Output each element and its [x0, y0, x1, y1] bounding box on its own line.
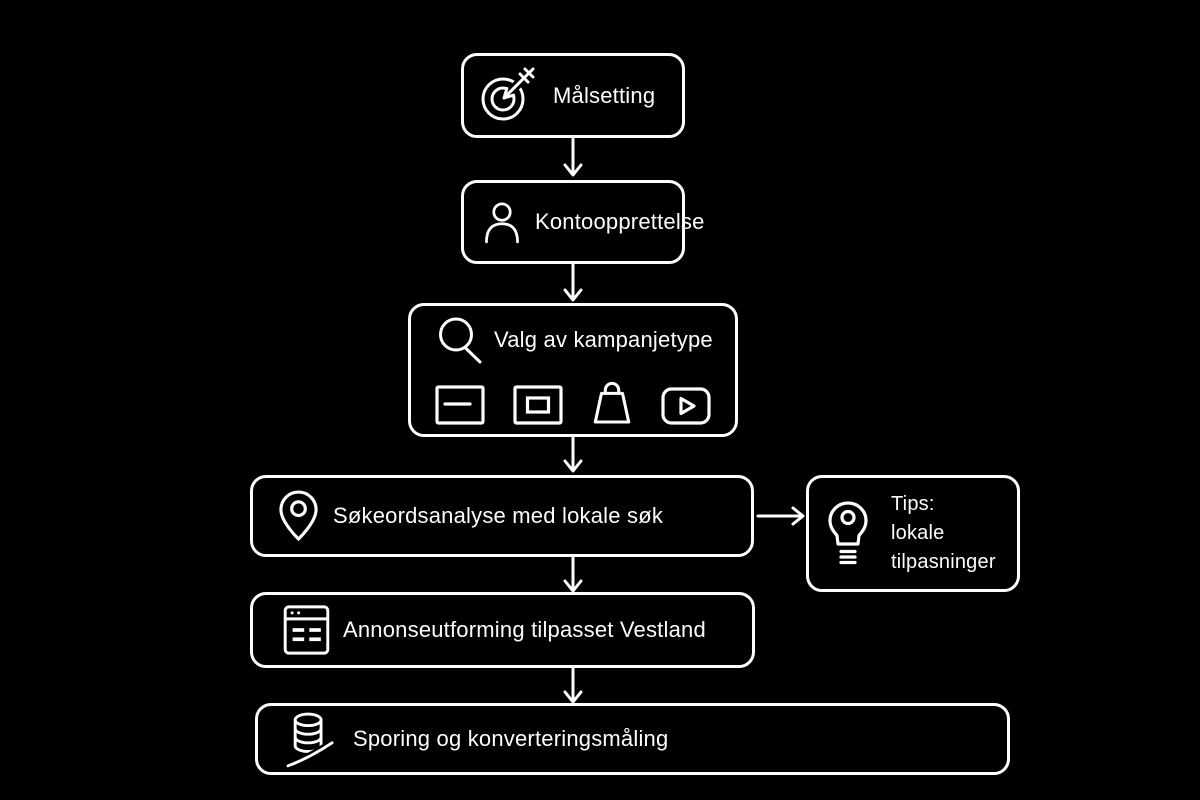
- arrow-ads-to-tracking: [563, 666, 583, 704]
- magnifier-icon: [439, 317, 482, 364]
- browser-ad-icon: [283, 605, 330, 655]
- node-keywords-label: Søkeordsanalyse med lokale søk: [333, 503, 664, 528]
- node-tips: Tips: lokale tilpasninger: [806, 475, 1020, 592]
- node-ads: Annonseutforming tilpasset Vestland: [250, 592, 755, 668]
- person-icon: [485, 202, 519, 244]
- arrow-keywords-to-ads: [563, 555, 583, 593]
- tips-line-2: lokale: [891, 522, 945, 544]
- arrow-campaign-to-keywords: [563, 435, 583, 473]
- video-ad-icon: [661, 387, 711, 425]
- node-ads-label: Annonseutforming tilpasset Vestland: [343, 617, 706, 642]
- node-account-label: Kontoopprettelse: [535, 209, 705, 234]
- node-tracking: Sporing og konverteringsmåling: [255, 703, 1010, 775]
- node-goal: Målsetting: [461, 53, 685, 138]
- arrow-goal-to-account: [563, 137, 583, 177]
- target-icon: [481, 60, 542, 120]
- text-ad-icon: [435, 385, 485, 425]
- campaign-type-icons: [435, 377, 711, 425]
- node-goal-label: Målsetting: [553, 82, 656, 108]
- shopping-bag-icon: [593, 381, 631, 424]
- node-keywords: Søkeordsanalyse med lokale søk: [250, 475, 754, 557]
- tips-line-1: Tips:: [891, 493, 935, 515]
- campaign-title-row: Valg av kampanjetype: [435, 315, 713, 365]
- node-campaign-label: Valg av kampanjetype: [494, 327, 713, 352]
- database-icon: [284, 712, 336, 770]
- tips-text: Tips: lokale tilpasninger: [891, 490, 996, 577]
- node-tracking-label: Sporing og konverteringsmåling: [353, 726, 669, 751]
- map-pin-icon: [279, 490, 318, 541]
- arrow-keywords-to-tips: [756, 506, 805, 526]
- node-account: Kontoopprettelse: [461, 180, 704, 264]
- tips-line-3: tilpasninger: [891, 551, 996, 573]
- display-ad-icon: [513, 385, 563, 425]
- arrow-account-to-campaign: [563, 262, 583, 302]
- node-campaign: Valg av kampanjetype: [408, 303, 738, 437]
- lightbulb-icon: [828, 500, 868, 564]
